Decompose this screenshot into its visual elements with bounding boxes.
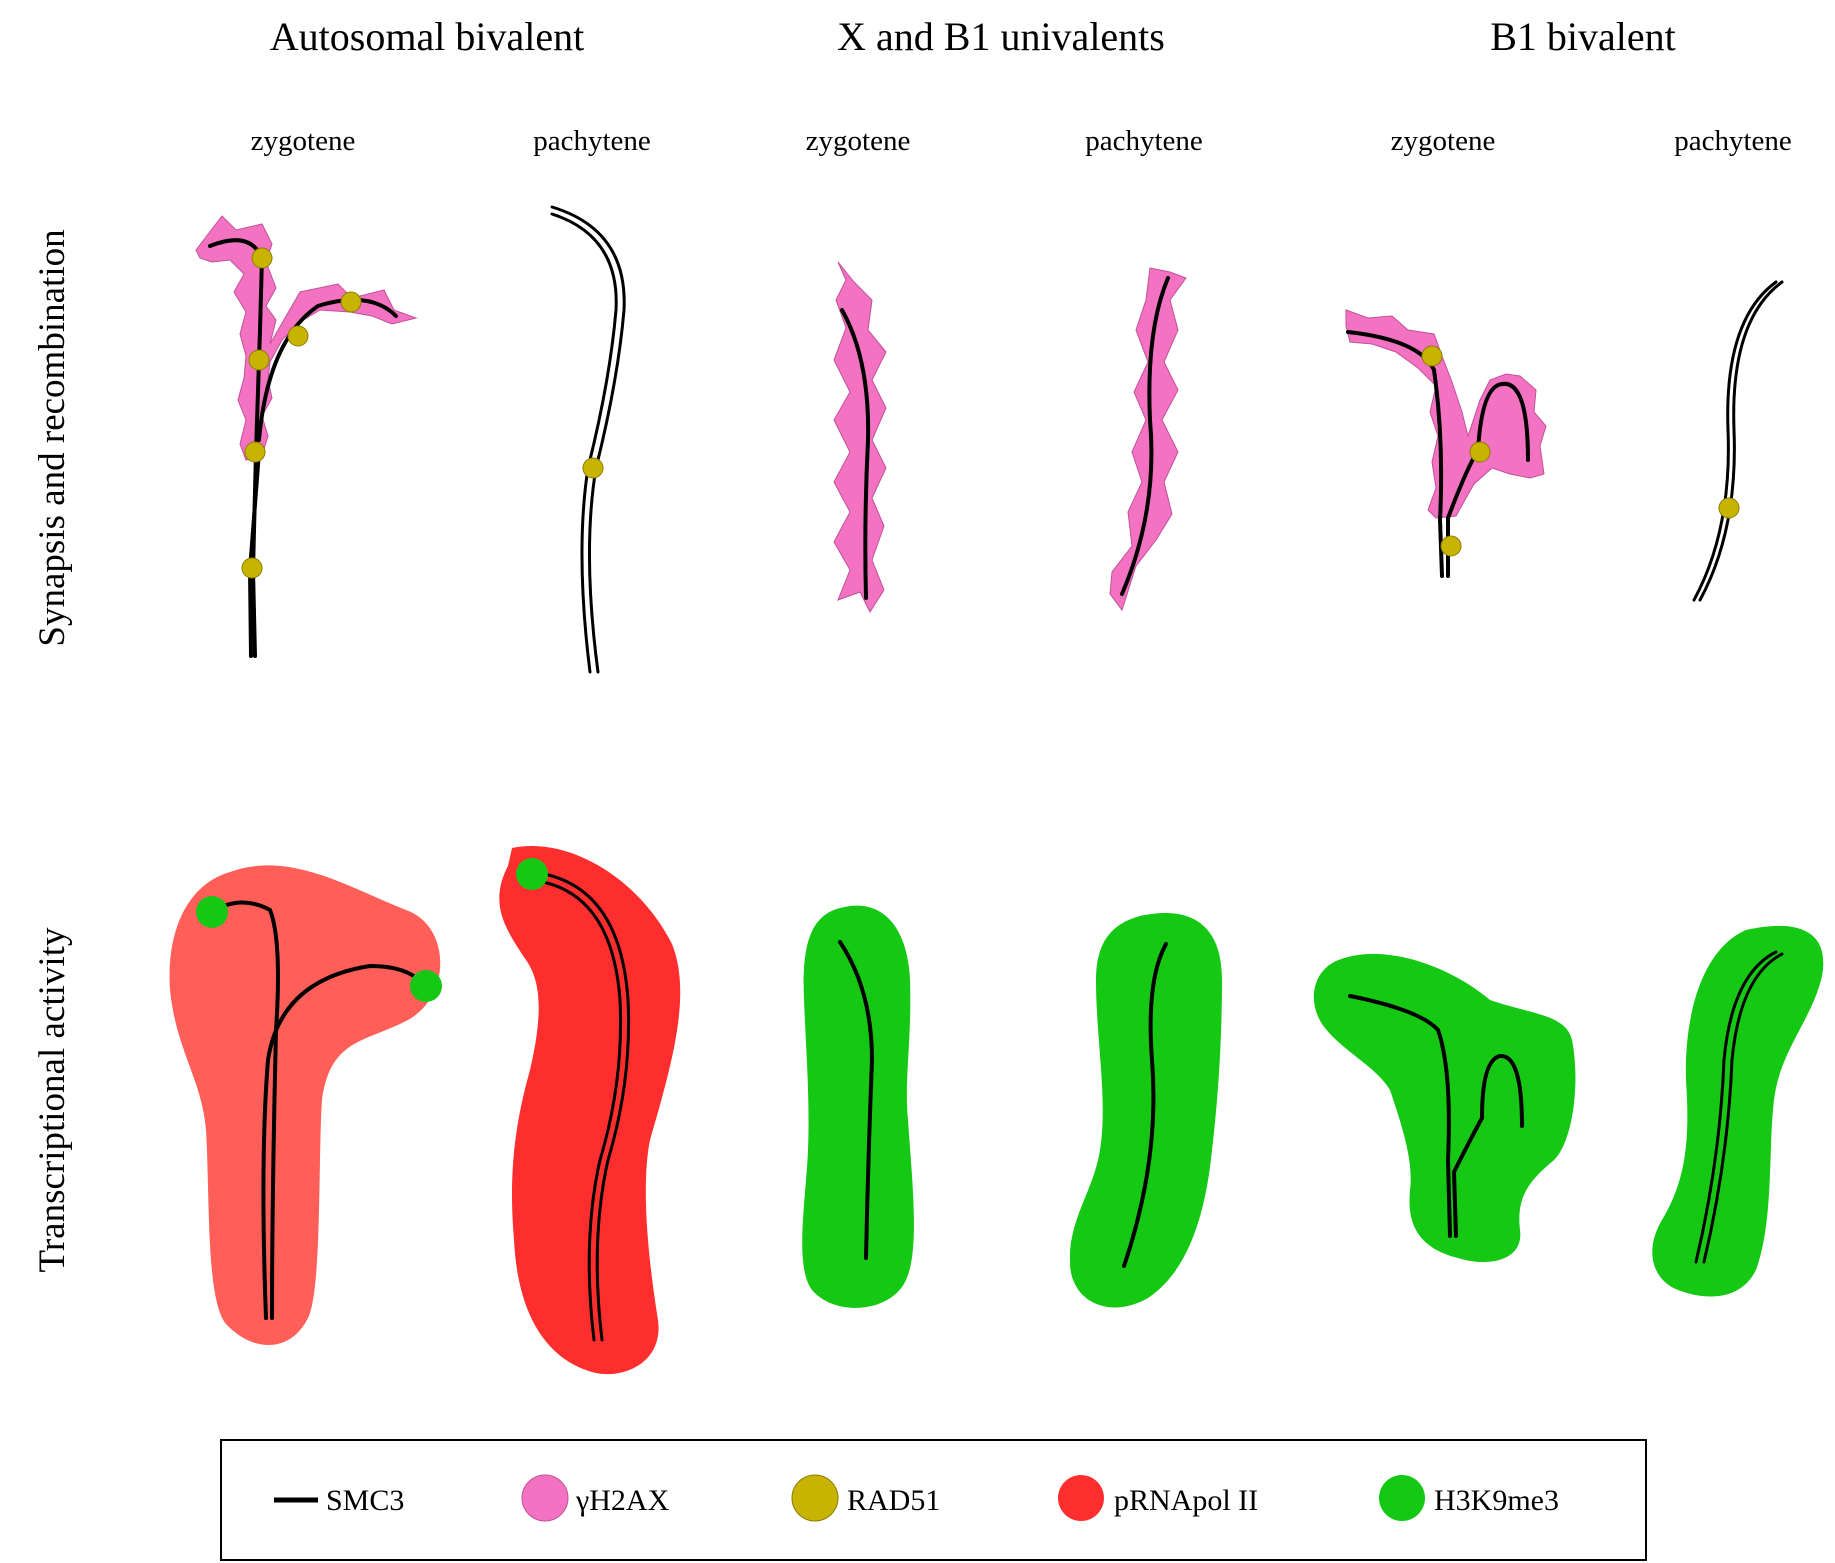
group-title-autosomal: Autosomal bivalent bbox=[270, 14, 584, 59]
smc3-axis bbox=[257, 297, 398, 442]
stage-label-zygotene: zygotene bbox=[251, 125, 356, 157]
smc3-axis bbox=[840, 308, 871, 600]
gh2ax-signal bbox=[833, 261, 887, 614]
smc3-axis bbox=[530, 870, 631, 1342]
legend-item-gh2ax: γH2AX bbox=[521, 1474, 670, 1522]
smc3-axis bbox=[1698, 280, 1784, 602]
rad51-focus bbox=[244, 441, 266, 463]
x-b1-pachytene-synapsis-diagram bbox=[1109, 267, 1187, 612]
smc3-axis bbox=[1451, 1054, 1524, 1238]
rad51-focus bbox=[241, 557, 263, 579]
rad51-focus bbox=[1718, 497, 1740, 519]
smc3-axis bbox=[1694, 950, 1778, 1264]
legend-item-rad51: RAD51 bbox=[791, 1474, 940, 1522]
legend-label: H3K9me3 bbox=[1434, 1484, 1559, 1517]
legend: SMC3 γH2AX RAD51 pRNApol II H3K9me3 bbox=[220, 1439, 1647, 1561]
h3k9me3-signal bbox=[802, 905, 914, 1308]
autosomal-pachytene-synapsis-diagram bbox=[550, 205, 626, 674]
row-label-transcriptional-activity: Transcriptional activity bbox=[32, 927, 73, 1272]
stage-label-zygotene: zygotene bbox=[806, 125, 911, 157]
gh2ax-swatch bbox=[521, 1474, 569, 1522]
stage-label-zygotene: zygotene bbox=[1391, 125, 1496, 157]
stage-label-pachytene: pachytene bbox=[1674, 125, 1792, 157]
legend-label: RAD51 bbox=[847, 1484, 940, 1517]
smc3-axis bbox=[1120, 276, 1170, 596]
gh2ax-signal bbox=[1345, 309, 1547, 519]
rad51-focus bbox=[1440, 535, 1462, 557]
b1-bivalent-zygotene-synapsis-diagram bbox=[1345, 309, 1547, 578]
legend-item-prnapol-ii: pRNApol II bbox=[1058, 1475, 1258, 1521]
group-title-b1-bivalent: B1 bivalent bbox=[1490, 14, 1676, 59]
rad51-focus bbox=[248, 349, 270, 371]
x-b1-pachytene-transcription-diagram bbox=[1069, 913, 1222, 1308]
smc3-axis bbox=[1702, 952, 1784, 1264]
b1-bivalent-zygotene-transcription-diagram bbox=[1313, 953, 1576, 1263]
smc3-axis bbox=[1446, 381, 1530, 578]
autosomal-zygotene-synapsis-diagram bbox=[195, 215, 418, 658]
rad51-focus bbox=[340, 291, 362, 313]
b1-bivalent-pachytene-synapsis-diagram bbox=[1692, 280, 1784, 602]
stage-label-pachytene: pachytene bbox=[1085, 125, 1203, 157]
rad51-focus bbox=[1469, 441, 1491, 463]
h3k9me3-focus bbox=[516, 858, 548, 890]
h3k9me3-swatch bbox=[1379, 1475, 1425, 1521]
legend-item-smc3: SMC3 bbox=[274, 1484, 404, 1517]
h3k9me3-focus bbox=[410, 970, 442, 1002]
b1-bivalent-pachytene-transcription-diagram bbox=[1652, 925, 1824, 1297]
rad51-focus bbox=[582, 457, 604, 479]
smc3-axis bbox=[1122, 942, 1168, 1268]
group-title-x-b1-univalents: X and B1 univalents bbox=[837, 14, 1165, 59]
rad51-focus bbox=[287, 325, 309, 347]
stage-label-pachytene: pachytene bbox=[533, 125, 651, 157]
smc3-axis bbox=[261, 963, 426, 1320]
prnapol-ii-signal bbox=[499, 846, 681, 1375]
legend-label: γH2AX bbox=[575, 1484, 670, 1517]
smc3-axis bbox=[1692, 280, 1778, 602]
x-b1-zygotene-synapsis-diagram bbox=[833, 261, 887, 614]
prnapol-ii-signal bbox=[169, 865, 441, 1346]
smc3-axis bbox=[838, 940, 875, 1260]
smc3-axis bbox=[550, 205, 626, 674]
rad51-focus bbox=[1421, 345, 1443, 367]
legend-label: SMC3 bbox=[326, 1484, 404, 1517]
row-label-synapsis-recombination: Synapsis and recombination bbox=[32, 229, 73, 646]
gh2ax-signal bbox=[1109, 267, 1187, 612]
h3k9me3-focus bbox=[196, 896, 228, 928]
x-b1-zygotene-transcription-diagram bbox=[802, 905, 914, 1308]
h3k9me3-signal bbox=[1652, 925, 1824, 1297]
smc3-axis bbox=[1346, 330, 1444, 578]
rad51-focus bbox=[251, 247, 273, 269]
smc3-axis bbox=[1348, 994, 1452, 1238]
legend-item-h3k9me3: H3K9me3 bbox=[1379, 1475, 1559, 1521]
autosomal-pachytene-transcription-diagram bbox=[499, 846, 681, 1375]
autosomal-zygotene-transcription-diagram bbox=[169, 865, 442, 1346]
prnapol-ii-swatch bbox=[1058, 1475, 1104, 1521]
smc3-axis bbox=[530, 878, 623, 1342]
smc3-axis bbox=[210, 900, 280, 1320]
h3k9me3-signal bbox=[1313, 953, 1576, 1263]
smc3-axis bbox=[550, 212, 618, 674]
rad51-swatch bbox=[791, 1474, 839, 1522]
smc3-axis bbox=[208, 238, 265, 658]
h3k9me3-signal bbox=[1069, 913, 1222, 1308]
legend-label: pRNApol II bbox=[1114, 1484, 1258, 1517]
